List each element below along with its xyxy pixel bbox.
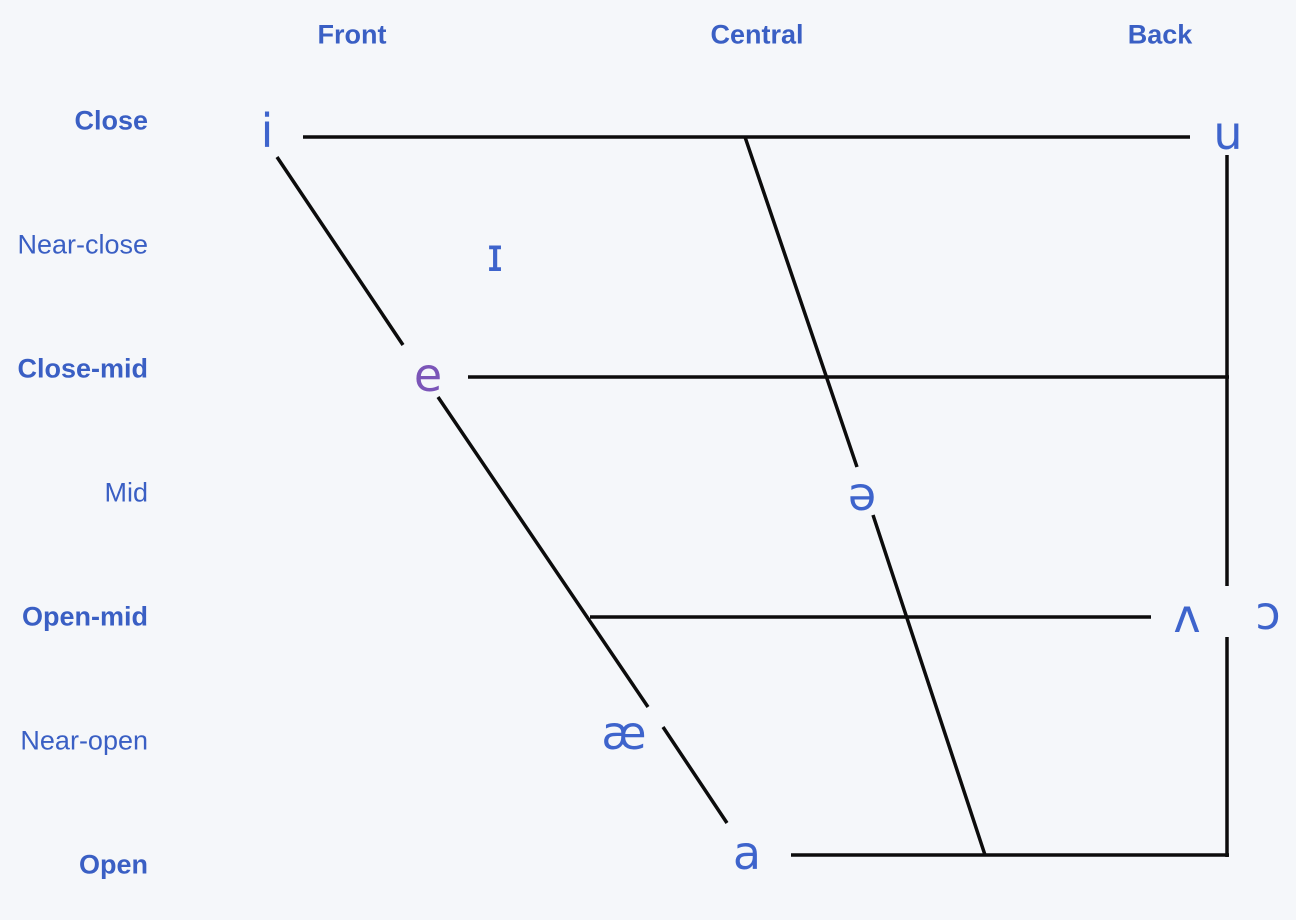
row-label-close-mid: Close-mid	[17, 353, 148, 384]
vowel-schwa: ə	[847, 466, 877, 521]
row-label-close: Close	[74, 105, 148, 136]
column-header-back: Back	[1127, 19, 1193, 50]
vowel-turned-v: ʌ	[1173, 588, 1201, 643]
row-label-mid: Mid	[104, 477, 148, 508]
central-divider-line	[743, 136, 987, 856]
row-label-near-open: Near-open	[20, 725, 148, 756]
row-label-open: Open	[78, 849, 148, 880]
vowel-a: a	[732, 825, 762, 880]
column-header-central: Central	[710, 19, 804, 50]
vowel-i: i	[260, 103, 274, 158]
row-label-near-close: Near-close	[17, 229, 148, 260]
vowel-ash: æ	[601, 705, 647, 760]
row-label-open-mid: Open-mid	[22, 601, 148, 632]
front-edge-line	[275, 156, 729, 824]
column-header-front: Front	[317, 19, 387, 50]
vowel-small-capital-i: ɪ	[486, 227, 504, 282]
vowel-e: e	[413, 347, 443, 402]
vowel-open-o: ɔ	[1255, 585, 1281, 640]
vowel-u: u	[1213, 105, 1243, 160]
